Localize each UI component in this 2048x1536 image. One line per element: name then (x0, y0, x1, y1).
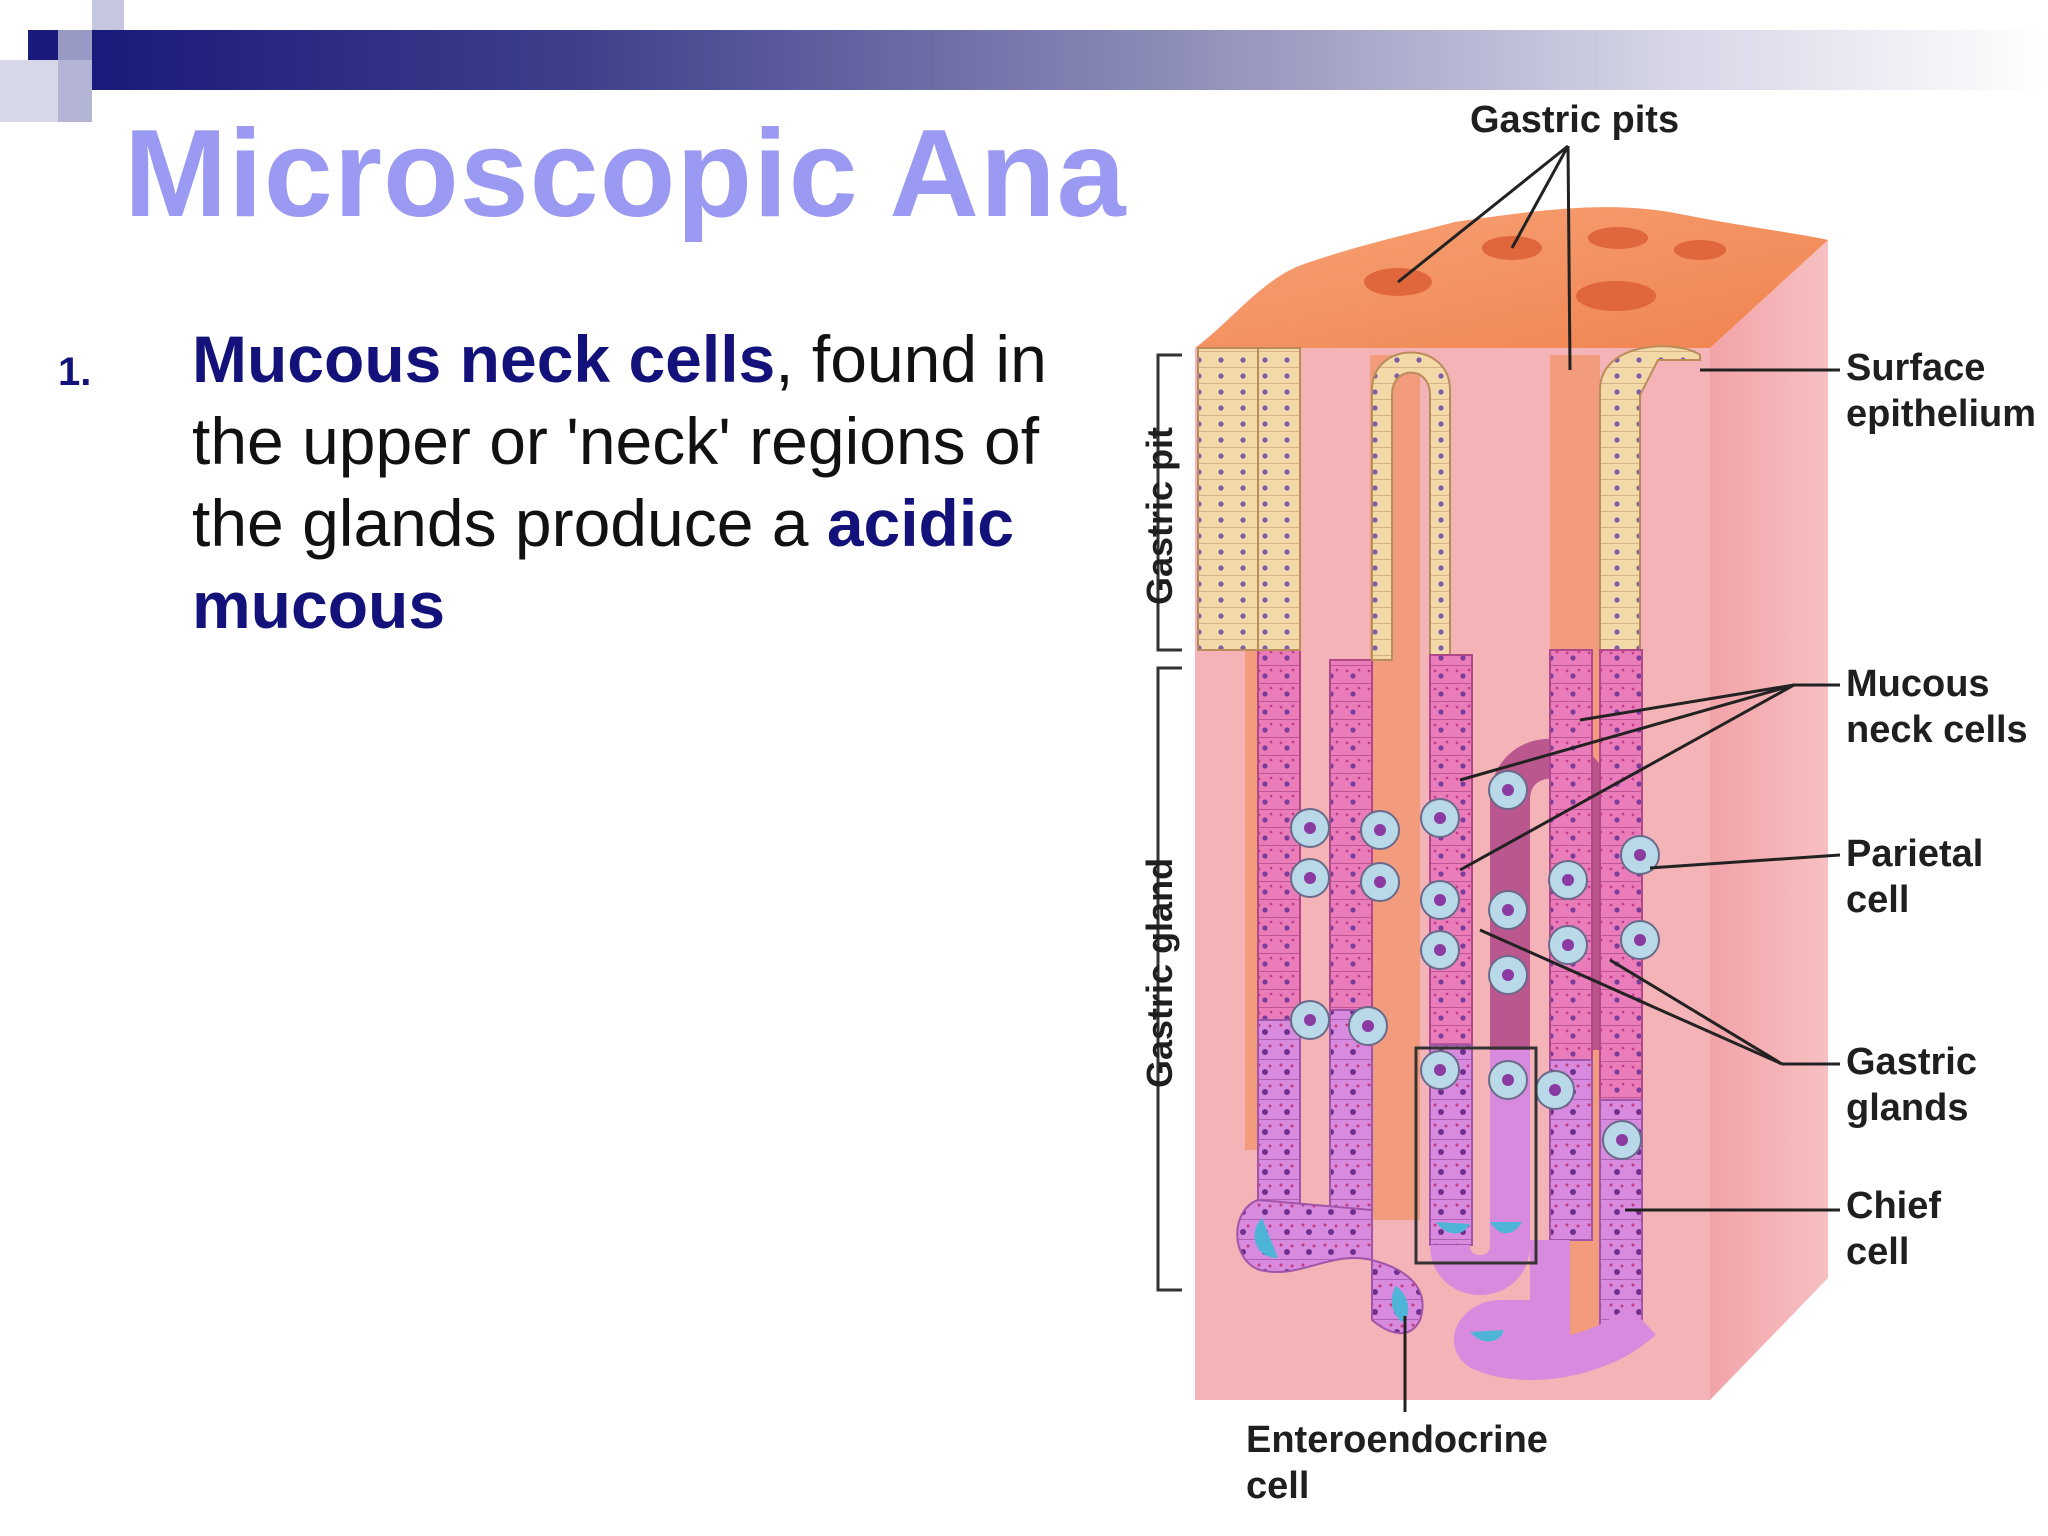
bullet-text: Mucous neck cells, found in the upper or… (192, 318, 1092, 646)
label-mucous-neck-cells-2: neck cells (1846, 709, 2028, 751)
label-gastric-pits: Gastric pits (1470, 99, 1679, 141)
label-enteroendocrine-cell-1: Enteroendocrine (1246, 1419, 1548, 1461)
label-parietal-cell-2: cell (1846, 879, 1909, 921)
label-chief-cell-2: cell (1846, 1231, 1909, 1273)
title-gradient-bar (92, 30, 2048, 90)
label-surface-epithelium-2: epithelium (1846, 393, 2036, 435)
label-gastric-glands-2: glands (1846, 1087, 1968, 1129)
label-gastric-pit-side: Gastric pit (1139, 427, 1180, 605)
gastric-mucosa-diagram: Gastric pits Surface epithelium Mucous n… (1139, 99, 2036, 1507)
bullet-emphasis-acidic-mucous: acidic mucous (192, 486, 1014, 642)
bullet-emphasis-mucous-neck-cells: Mucous neck cells (192, 322, 776, 396)
slide-title: Microscopic Ana (124, 105, 1127, 243)
label-mucous-neck-cells-1: Mucous (1846, 663, 1990, 705)
label-chief-cell-1: Chief (1846, 1185, 1941, 1227)
label-enteroendocrine-cell-2: cell (1246, 1465, 1309, 1507)
corner-decoration (0, 0, 124, 122)
label-parietal-cell-1: Parietal (1846, 833, 1983, 875)
bullet-body-text: , found in the upper or 'neck' regions o… (192, 322, 1047, 560)
label-gastric-gland-side: Gastric gland (1139, 858, 1180, 1088)
label-gastric-glands-1: Gastric (1846, 1041, 1977, 1083)
label-surface-epithelium-1: Surface (1846, 347, 1985, 389)
bullet-number: 1. (58, 350, 92, 394)
